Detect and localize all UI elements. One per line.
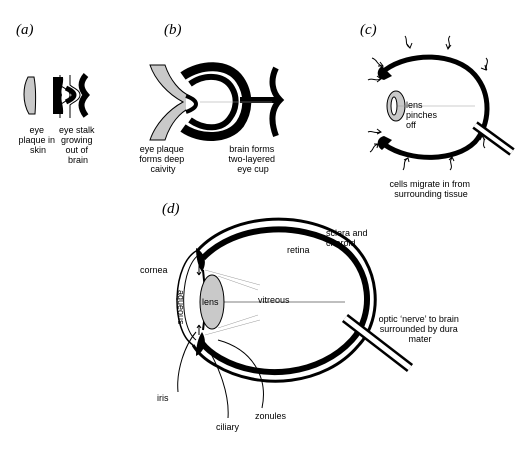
panel-d-label: (d) <box>162 201 180 217</box>
eye-stalk-wall <box>53 77 64 114</box>
panel-b-label: (b) <box>164 22 182 38</box>
eye-cup-outer <box>180 62 252 142</box>
label-eye-cup: brain forms two-layered eye cup <box>228 144 277 174</box>
eye-stalk-shape <box>59 75 81 118</box>
eye-plaque-shape <box>23 76 37 115</box>
eye-cup-c <box>383 54 490 160</box>
migrating-cell-arrows <box>367 35 488 171</box>
panel-b-drawing <box>149 62 285 142</box>
panel-a-label: (a) <box>16 22 34 38</box>
retina-layer <box>199 226 370 376</box>
label-retina: retina <box>287 245 310 255</box>
cornea <box>176 249 199 346</box>
label-eye-plaque: eye plaque in skin <box>18 125 57 155</box>
label-lens-d: lens <box>202 297 219 307</box>
ciliary-body-lower <box>196 332 205 356</box>
eye-plaque-cavity-shape <box>149 64 191 141</box>
pointer-lines <box>177 265 264 419</box>
panel-c-label: (c) <box>360 22 377 38</box>
label-iris: iris <box>157 393 169 403</box>
label-ciliary: ciliary <box>216 422 240 432</box>
label-cornea: cornea <box>140 265 168 275</box>
label-aqueous: aqueous <box>176 290 186 325</box>
optic-stalk-b <box>240 66 285 138</box>
label-eye-stalk: eye stalk growing out of brain <box>59 125 97 165</box>
panel-a-drawing <box>23 73 90 118</box>
label-vitreous: vitreous <box>258 295 290 305</box>
panel-c-drawing <box>367 35 515 171</box>
label-plaque-cavity: eye plaque forms deep caivity <box>139 144 187 174</box>
label-cells-migrate: cells migrate in from surrounding tissue <box>389 179 472 199</box>
ciliary-body-upper <box>196 248 205 272</box>
zonule-fibers <box>204 269 261 336</box>
label-optic-nerve: optic ‘nerve’ to brain surrounded by dur… <box>379 314 462 344</box>
label-zonules: zonules <box>255 411 287 421</box>
label-lens-pinches: lens pinches off <box>406 100 440 130</box>
label-sclera-choroid: sclera and choroid <box>326 228 370 248</box>
eye-cup-inner <box>188 74 239 131</box>
panel-d-drawing <box>176 217 414 419</box>
